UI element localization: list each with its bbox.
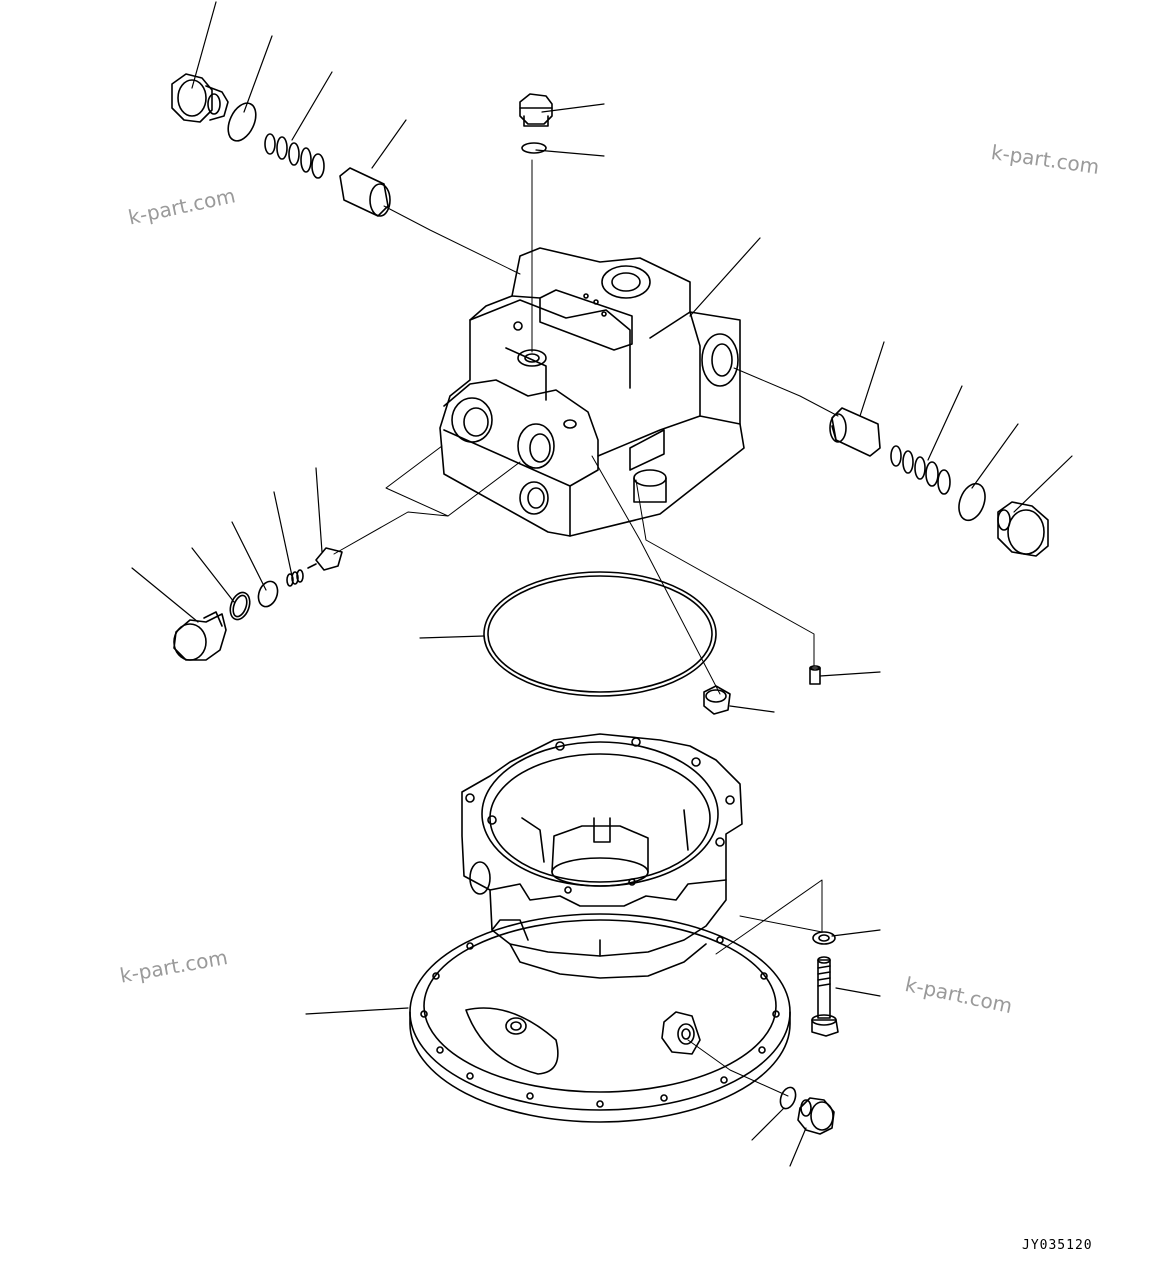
bolt — [812, 957, 838, 1036]
dowel-pin — [810, 666, 820, 684]
upper-left-oring — [223, 99, 262, 145]
right-oring — [954, 480, 990, 524]
top-small-plug — [520, 94, 552, 126]
upper-left-piston — [340, 168, 390, 216]
right-spring — [891, 446, 950, 494]
housing-flange — [410, 914, 790, 1122]
bottom-oring — [778, 1085, 799, 1110]
bottom-plug — [798, 1098, 834, 1134]
upper-left-spring — [265, 134, 324, 178]
motor-housing — [462, 734, 742, 978]
valve-body — [440, 248, 744, 536]
large-oring — [484, 572, 716, 696]
backup-ring — [227, 590, 253, 622]
small-oring — [255, 579, 281, 610]
drawing-code: JY035120 — [1022, 1238, 1093, 1253]
center-lines — [334, 160, 838, 1096]
washer — [813, 932, 835, 944]
top-small-oring — [522, 143, 546, 153]
leader-lines — [132, 2, 1072, 1166]
right-plug — [998, 502, 1048, 556]
lower-left-plug — [174, 612, 226, 660]
upper-left-plug — [172, 74, 228, 122]
right-piston — [830, 408, 880, 456]
small-spring — [287, 570, 303, 586]
small-cap — [704, 686, 730, 714]
poppet — [308, 548, 342, 570]
